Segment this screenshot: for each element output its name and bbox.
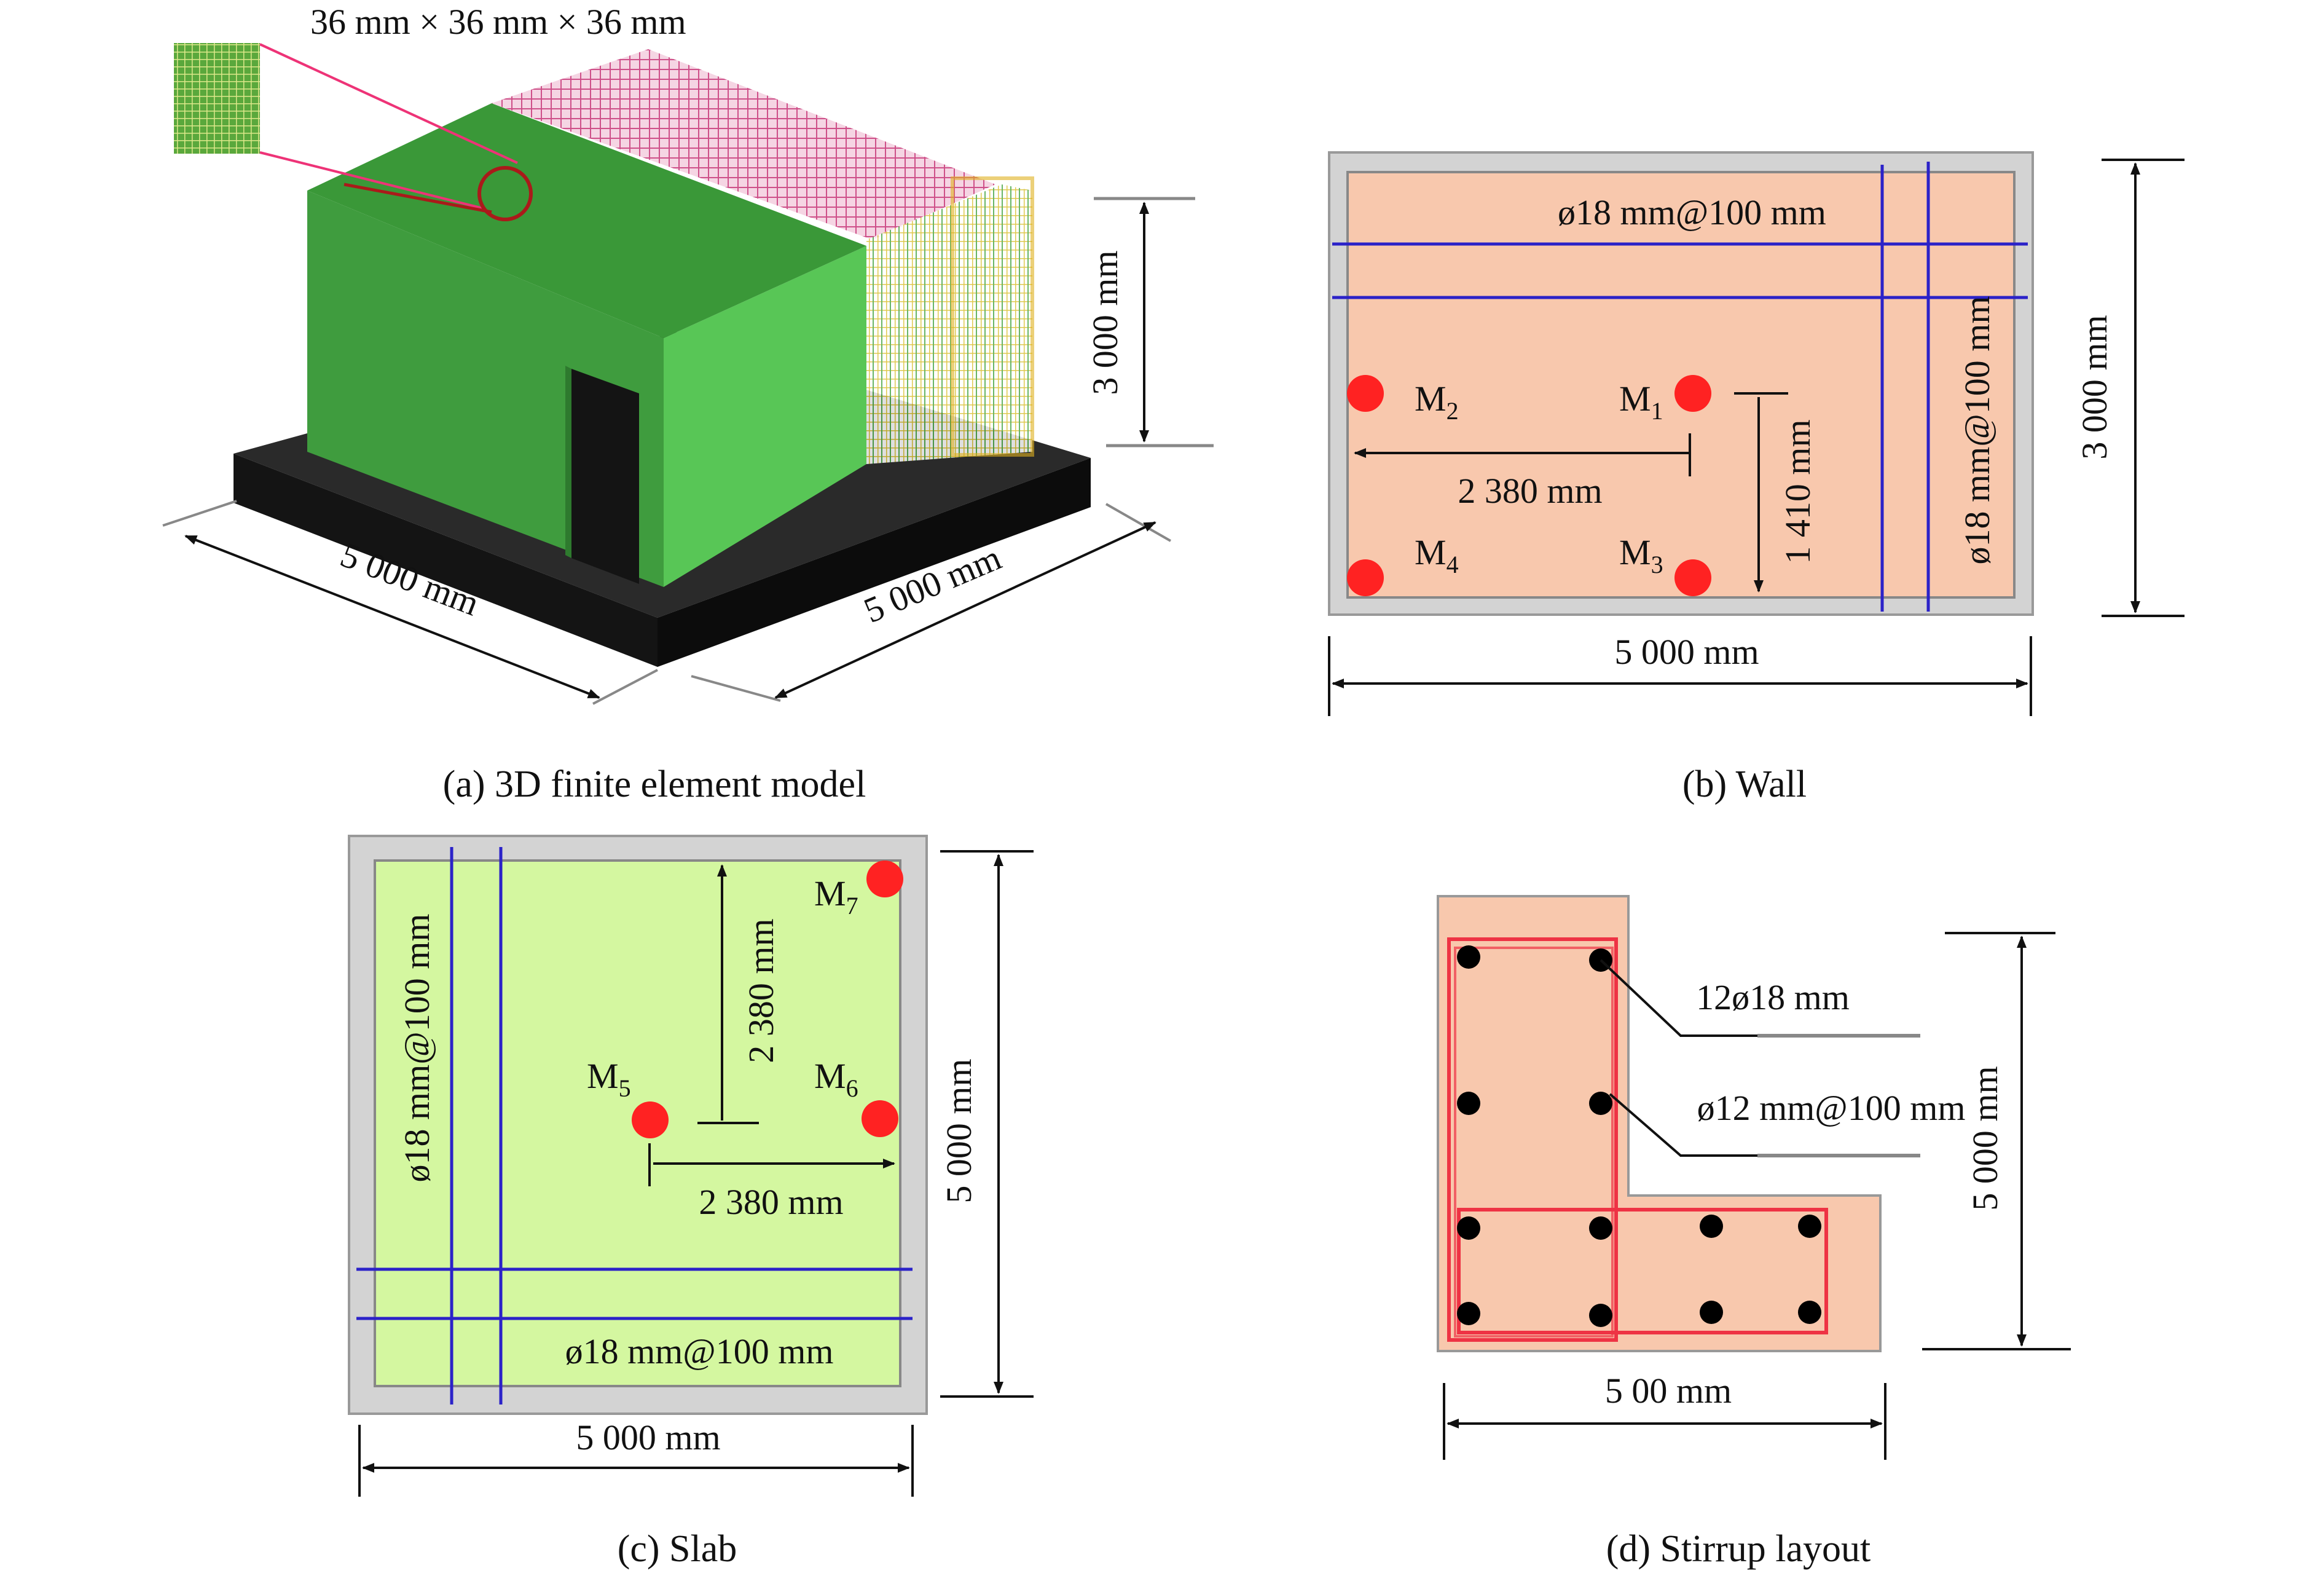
label-m4: M4 (1415, 532, 1459, 578)
caption-a: (a) 3D finite element model (443, 763, 866, 805)
dim-height-label: 3 000 mm (1085, 250, 1125, 395)
wall-front-right (664, 246, 866, 587)
callout-line-bottom (259, 151, 486, 210)
slab-dim-width-label: 5 000 mm (576, 1417, 720, 1457)
rebar-mesh-roof (492, 49, 995, 240)
door-jamb (565, 366, 571, 558)
point-m3 (1674, 559, 1711, 596)
dim-right-ext-1 (691, 675, 781, 702)
wall-top (307, 103, 866, 338)
label-stirrup: ø12 mm@100 mm (1697, 1088, 1966, 1128)
stirrup-horizontal (1457, 1208, 1828, 1334)
bar (1457, 1092, 1480, 1115)
point-m6 (862, 1100, 898, 1137)
bar (1798, 1301, 1821, 1324)
caption-b: (b) Wall (1682, 763, 1807, 805)
bar (1700, 1301, 1723, 1324)
caption-c: (c) Slab (618, 1528, 737, 1570)
bar (1589, 1092, 1612, 1115)
caption-d: (d) Stirrup layout (1606, 1528, 1871, 1570)
door-opening (571, 369, 639, 584)
bar (1457, 945, 1480, 969)
label-m2: M2 (1415, 379, 1459, 425)
point-m7 (866, 861, 903, 897)
label-bars: 12ø18 mm (1696, 977, 1850, 1017)
col-dim-width-label: 5 00 mm (1605, 1371, 1732, 1411)
panel-a-3d-model: 36 mm × 36 mm × 36 mm 3 000 mm 5 000 mm … (162, 2, 1214, 805)
point-m5 (632, 1101, 669, 1138)
col-dim-height-label: 5 000 mm (1965, 1066, 2005, 1210)
callout-line-top (259, 43, 518, 164)
dim-left-ext-2 (592, 669, 658, 705)
slab-dim-height-label: 5 000 mm (939, 1058, 979, 1203)
slab-rebar-h-label: ø18 mm@100 mm (565, 1331, 834, 1371)
bar (1457, 1302, 1480, 1325)
point-m4 (1347, 559, 1384, 596)
panel-d-stirrup: 12ø18 mm ø12 mm@100 mm 5 000 mm 5 00 mm … (1437, 895, 2071, 1570)
label-m1: M1 (1619, 379, 1663, 425)
mesh-detail-circle (477, 166, 533, 221)
column-section (1437, 895, 1882, 1352)
callout-line-inner (343, 183, 492, 214)
rebar-column-yellow (951, 176, 1034, 457)
wall-rebar-h-label: ø18 mm@100 mm (1558, 192, 1826, 232)
panel-c-slab: ø18 mm@100 mm ø18 mm@100 mm M7 M6 M5 2 3… (348, 835, 1034, 1570)
stirrup-vertical-inner (1454, 947, 1614, 1338)
label-m3: M3 (1619, 532, 1663, 578)
dim-right-ext-2 (1105, 503, 1171, 542)
wall-rebar-v-label: ø18 mm@100 mm (1957, 296, 1997, 565)
label-m6: M6 (814, 1056, 858, 1102)
bar (1700, 1215, 1723, 1238)
bar (1589, 1304, 1612, 1327)
wall-dim-1410-label: 1 410 mm (1778, 419, 1818, 564)
dim-right-arrow (774, 521, 1156, 699)
bar (1457, 1216, 1480, 1240)
label-m5: M5 (587, 1056, 631, 1102)
slab-rebar-v-label: ø18 mm@100 mm (397, 914, 437, 1183)
label-m7: M7 (814, 873, 858, 920)
dim-left-ext-1 (162, 500, 237, 527)
mesh-size-label: 36 mm × 36 mm × 36 mm (310, 2, 686, 42)
wall-dim-2380-label: 2 380 mm (1458, 471, 1602, 511)
panel-b-wall: ø18 mm@100 mm ø18 mm@100 mm M2 M1 M4 M3 … (1328, 151, 2185, 805)
mesh-detail-inset (174, 43, 260, 154)
point-m1 (1674, 375, 1711, 412)
point-m2 (1347, 375, 1384, 412)
wall-dim-height-label: 3 000 mm (2075, 315, 2114, 459)
stirrup-vertical (1447, 937, 1618, 1342)
bar (1798, 1215, 1821, 1238)
wall-dim-width-label: 5 000 mm (1614, 632, 1759, 672)
slab-dim-v-label: 2 380 mm (741, 918, 781, 1063)
bar (1589, 1216, 1612, 1240)
rebar-mesh-side (866, 184, 1032, 464)
dim-left-arrow (184, 535, 600, 699)
slab-dim-h-label: 2 380 mm (699, 1182, 843, 1222)
